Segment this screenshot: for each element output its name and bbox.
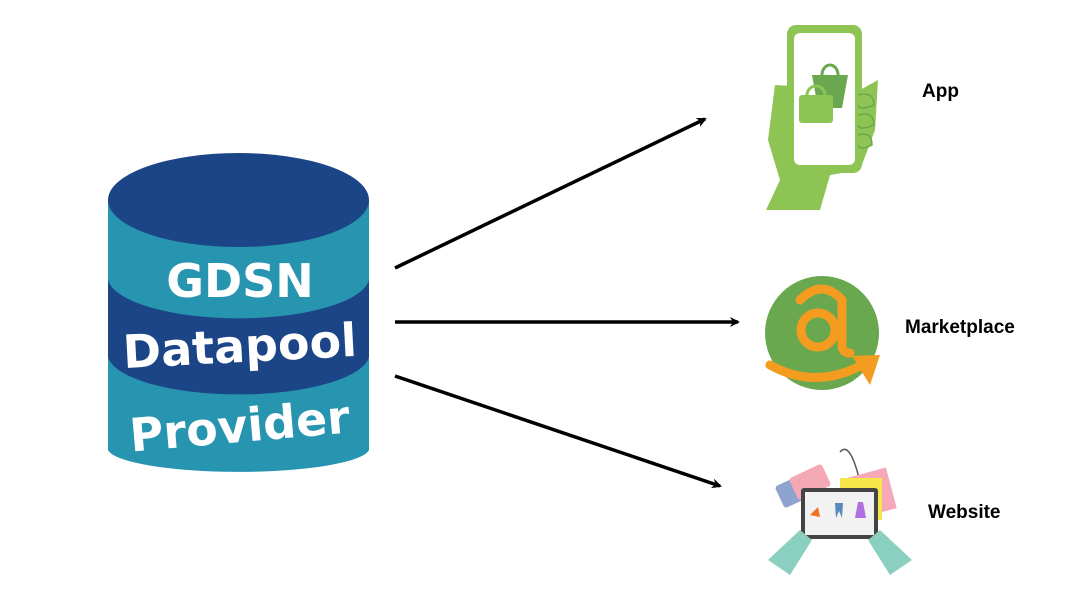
database-cylinder: GDSN Datapool Provider xyxy=(108,153,369,472)
cylinder-label-gdsn: GDSN xyxy=(166,254,314,308)
arrow-to-app xyxy=(394,117,707,270)
target-label-website: Website xyxy=(928,502,1001,523)
marketplace-a-logo-icon xyxy=(765,276,880,390)
target-label-app: App xyxy=(922,81,959,102)
tablet-shopping-icon xyxy=(768,448,912,575)
phone-shopping-icon xyxy=(766,25,878,210)
arrow-to-website xyxy=(394,374,722,489)
target-label-marketplace: Marketplace xyxy=(905,317,1015,338)
cylinder-label-datapool: Datapool xyxy=(121,313,358,379)
